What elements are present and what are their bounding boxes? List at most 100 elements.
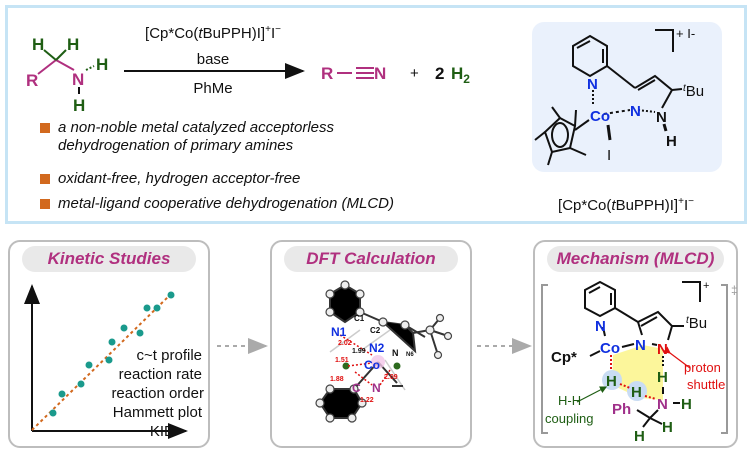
distance-label: 1.22 [360,397,374,404]
atom-label: N1 [331,325,347,339]
solvent-label: PhMe [193,80,232,97]
kinetic-item: reaction order [111,385,204,402]
kinetic-studies-title: Kinetic Studies [22,246,196,272]
product-nitrile: R N + 2 H2 [321,64,470,86]
summary-frame [5,5,747,224]
bullet-text: oxidant-free, hydrogen acceptor-free [58,170,301,187]
atom-label: C2 [370,326,381,335]
atom-label: N2 [369,341,385,355]
atom-n: N [587,76,598,93]
bullet-text: a non-noble metal catalyzed acceptorless… [58,119,334,154]
catalyst-caption: [Cp*Co(tBuPPH)I]+I− [558,196,694,214]
atom-n: N [657,341,668,358]
kinetic-plot [24,284,188,439]
tbu-group: tBu [686,315,707,332]
data-point [167,291,175,299]
data-point [58,390,66,398]
atom-h: H [662,419,673,436]
bullet-square-icon [40,174,50,184]
mechanism-title: Mechanism (MLCD) [547,246,724,272]
bullet-square-icon [40,123,50,133]
atom-h: H [631,384,642,401]
dft-calculation-panel: DFT Calculation [270,240,472,448]
base-label: base [197,51,230,68]
atom-n: N [630,103,641,120]
mechanism-atoms: N Co N N Cp* H H H N H Ph H H tBu + [551,280,709,445]
atom-h: H [73,96,85,115]
atom-co: Co [590,108,610,125]
bullet-1: a non-noble metal catalyzed acceptorless… [40,119,438,155]
dft-structure [315,280,453,423]
data-point [49,409,57,417]
catalyst-atoms: N Co N N H I tBu + I- [587,26,704,164]
data-points [49,291,175,417]
atom-label: N [392,348,399,358]
hh-coupling-label: H-H [558,393,581,408]
atom-h: H [657,369,668,386]
atom-n: N [374,64,386,83]
plus-sign: + [410,65,419,82]
r-group: R [321,64,333,83]
atom-i: I [607,147,611,164]
distance-label: 1.51 [335,357,349,364]
atom-n: N [656,109,667,126]
dft-labels: N1 C1 C2 N2 Co C N N N6 2.02 1.99 1.51 1… [330,314,414,404]
atom-n: N [635,337,646,354]
atom-h: H [67,35,79,54]
substrate-amine: R N H H H H [26,35,108,115]
kinetic-item: c~t profile [136,347,202,364]
hh-coupling-label: coupling [545,411,593,426]
data-point [143,304,151,312]
distance-label: 1.88 [330,376,344,383]
hydrogen-product: H2 [451,64,470,86]
atom-h: H [634,428,645,445]
transition-state-symbol: ‡ [731,283,738,297]
atom-label: C [352,381,361,395]
phenyl-group: Ph [612,401,631,418]
atom-h: H [606,373,617,390]
proton-shuttle-label: proton [684,360,721,375]
atom-co: Co [600,340,620,357]
dft-calculation-title: DFT Calculation [284,246,458,272]
kinetic-item: Hammett plot [112,404,202,421]
data-point [105,356,113,364]
tbu-group: tBu [683,83,704,100]
atom-label: C1 [354,314,365,323]
bullet-text: metal-ligand cooperative dehydrogenation… [58,195,395,212]
cp-star-ligand: Cp* [551,349,577,366]
bullet-3: metal-ligand cooperative dehydrogenation… [40,195,394,213]
kinetic-item: reaction rate [118,366,202,383]
data-point [108,338,116,346]
data-point [120,324,128,332]
catalyst-label: [Cp*Co(tBuPPH)I]+I− [145,24,281,42]
r-group: R [26,71,38,90]
atom-h: H [681,396,692,413]
data-point [153,304,161,312]
atom-label: N [372,381,381,395]
atom-n: N [657,396,668,413]
atom-label: N6 [406,352,414,358]
atom-n: N [595,318,606,335]
data-point [136,329,144,337]
mechanism-panel: Mechanism (MLCD) [533,240,738,448]
distance-label: 1.99 [352,348,366,355]
catalyst-panel [532,22,722,172]
charge-label: + [703,280,709,292]
atom-h: H [32,35,44,54]
atom-h: H [666,133,677,150]
fit-line [31,293,172,431]
bullet-square-icon [40,199,50,209]
proton-shuttle-arrow [663,346,691,369]
data-point [77,380,85,388]
distance-label: 2.09 [384,374,398,381]
proton-shuttle-label: shuttle [687,377,725,392]
bullet-2: oxidant-free, hydrogen acceptor-free [40,170,300,188]
distance-label: 2.02 [338,340,352,347]
atom-h: H [96,55,108,74]
data-point [85,361,93,369]
atom-n: N [72,70,84,89]
hh-coupling-arrow [576,386,608,403]
mechanism-annotations: proton shuttle H-H coupling [545,360,725,426]
kinetic-studies-panel: Kinetic Studies c~t profile reaction rat… [8,240,210,448]
